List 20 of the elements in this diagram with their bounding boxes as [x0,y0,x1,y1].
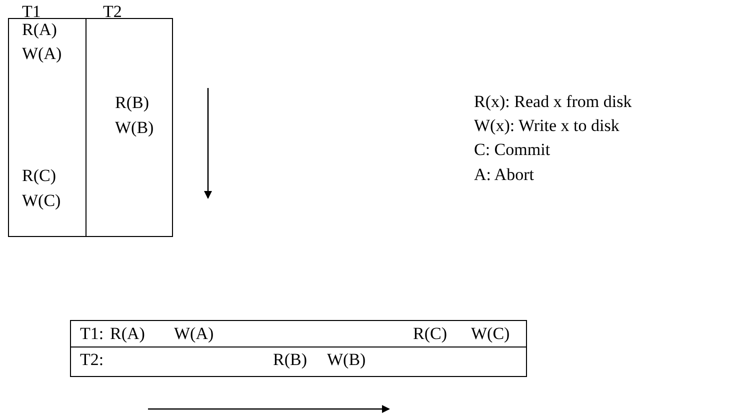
legend-text: A: Abort [474,165,534,185]
legend-text: R(x): Read x from disk [474,92,632,112]
column-header: T2 [103,2,122,22]
row-header: T1: [80,324,104,344]
table-cell: R(B) [273,350,307,370]
column-header: T1 [22,2,41,22]
legend-text: W(x): Write x to disk [474,116,620,136]
table-cell: W(B) [327,350,366,370]
table-cell: W(A) [174,324,214,344]
table-cell: W(B) [115,118,154,138]
table-cell: W(C) [22,191,61,211]
row-header: T2: [80,350,104,370]
legend-text: C: Commit [474,140,550,160]
table-cell: R(C) [22,166,56,186]
table-cell: R(C) [413,324,447,344]
table-cell: R(A) [22,20,57,40]
table-cell: R(B) [115,93,149,113]
table-cell: W(A) [22,44,62,64]
table-cell: W(C) [471,324,510,344]
table-cell: R(A) [110,324,145,344]
